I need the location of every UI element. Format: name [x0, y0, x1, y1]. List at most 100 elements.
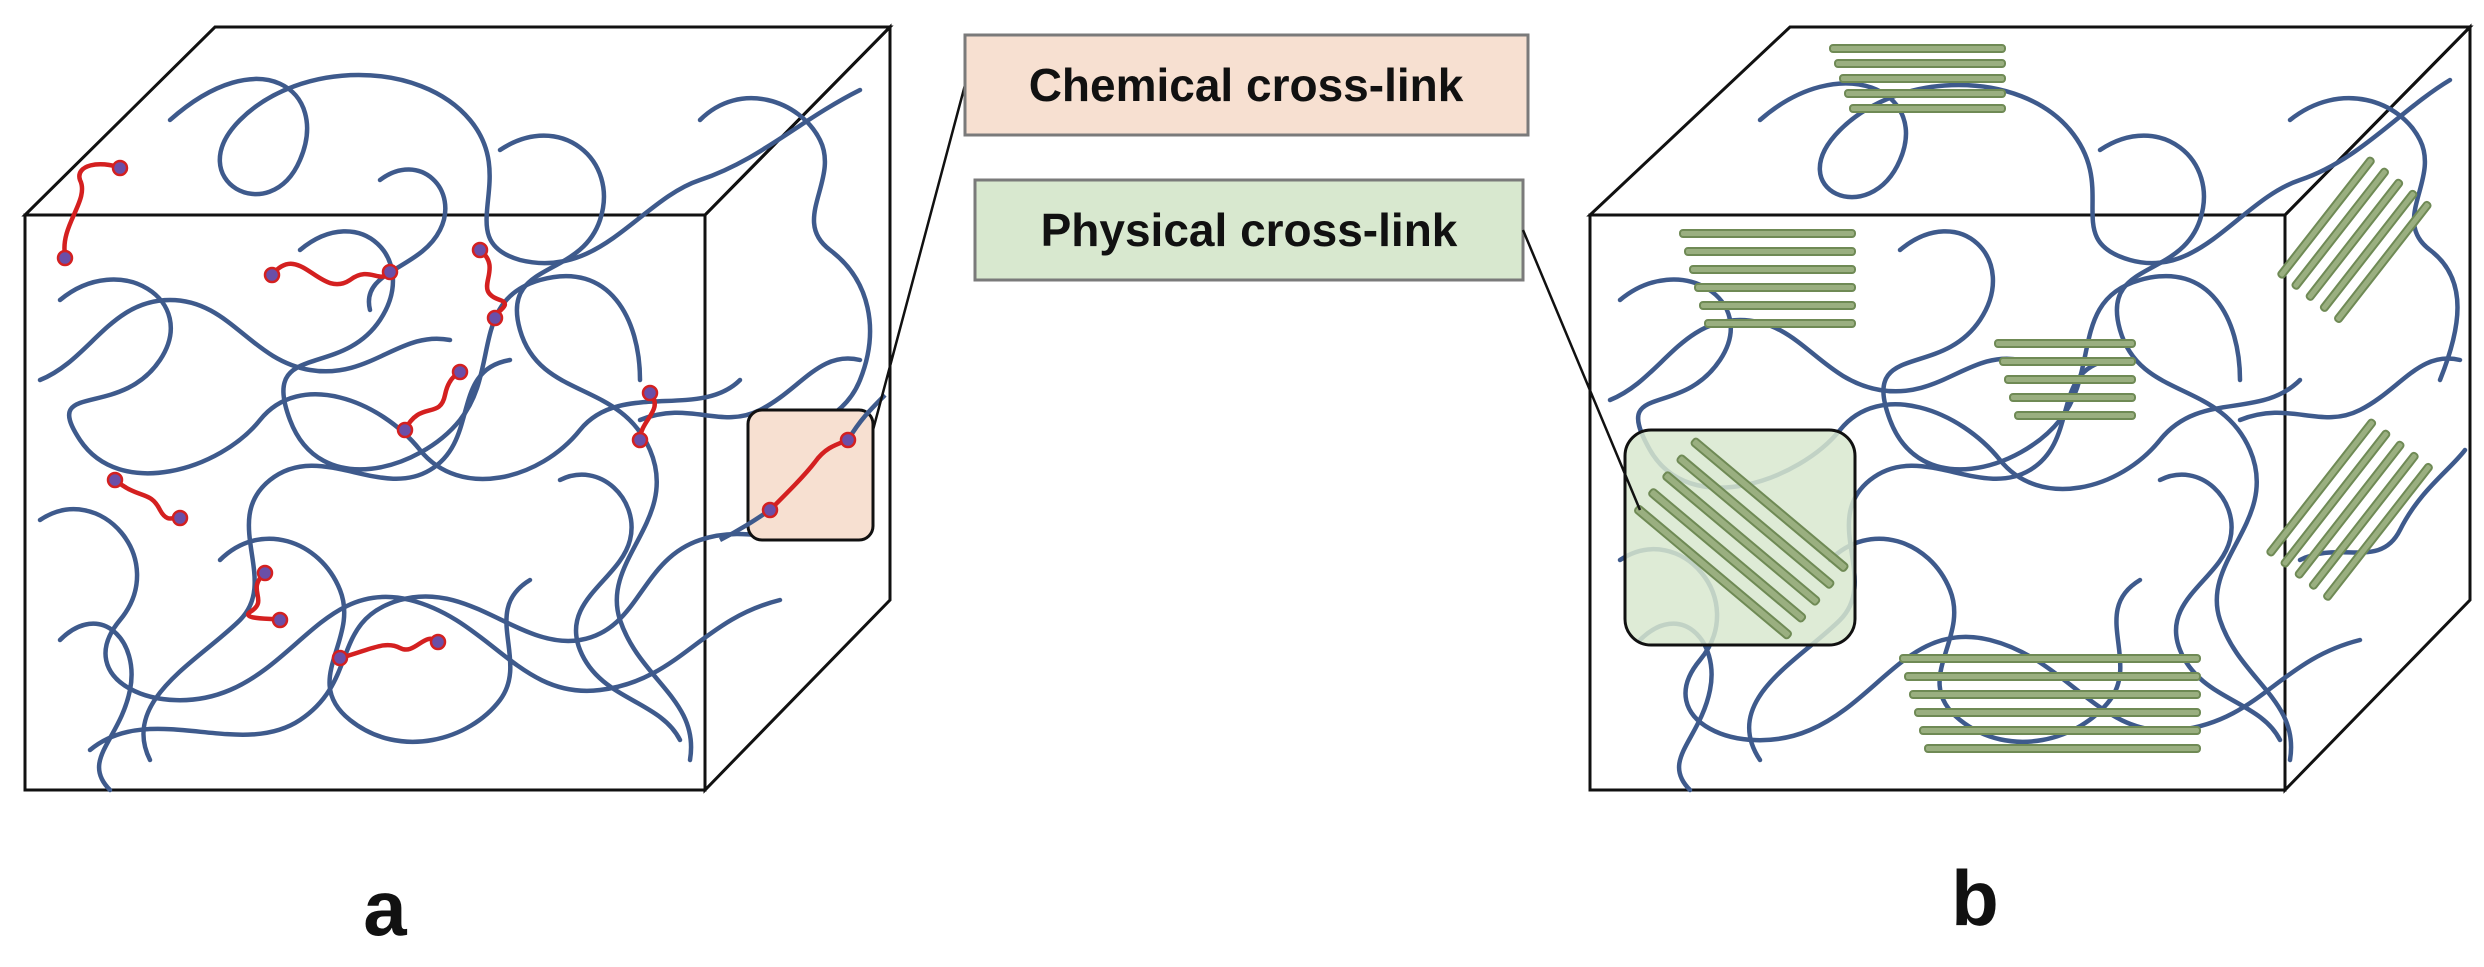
- lamella-bar: [1904, 672, 2201, 681]
- polymer-chain: [217, 536, 533, 744]
- circle-node-icon: [471, 241, 489, 259]
- chemical-link: [112, 477, 183, 521]
- circle-node-icon: [256, 564, 274, 582]
- lamella-bar: [2305, 178, 2404, 301]
- lamella-bar: [2334, 200, 2432, 323]
- lamella-bar: [1662, 471, 1821, 606]
- chemical-leader-line: [871, 84, 967, 431]
- lamella-bar: [2277, 156, 2375, 279]
- circle-node-icon: [111, 159, 129, 177]
- polymer-chain: [281, 229, 643, 472]
- circle-node-icon: [396, 421, 414, 439]
- lamella-bar: [2014, 411, 2136, 420]
- lamella-bar: [2294, 440, 2405, 579]
- lamella-bar: [2009, 393, 2136, 402]
- lamella-bar: [1834, 59, 2006, 68]
- circle-node-icon: [761, 501, 779, 519]
- lamella-bar: [1679, 229, 1856, 238]
- polymer-chain: [1637, 621, 1714, 793]
- lamella-bar: [1839, 74, 2006, 83]
- folded-chain-lamella-icon: [1634, 437, 1849, 640]
- cube-a-side-face: [703, 23, 892, 794]
- lamella-bar: [1694, 283, 1856, 292]
- polymer-chain: [366, 167, 448, 313]
- chemical-link: [62, 162, 123, 258]
- chemical-label-box: [963, 33, 1530, 137]
- polymer-chain: [37, 507, 783, 703]
- folded-chain-lamella-icon: [1829, 44, 2006, 113]
- crystallites-b: [1679, 44, 2433, 753]
- chemical-link: [768, 437, 849, 512]
- lamella-bar: [1684, 247, 1856, 256]
- cube-a: [21, 23, 894, 794]
- lamella-bar: [2308, 451, 2419, 590]
- circle-node-icon: [56, 249, 74, 267]
- folded-chain-lamella-icon: [2266, 418, 2433, 601]
- lamella-bar: [1699, 301, 1856, 310]
- physical-highlight-region: [1623, 428, 1857, 647]
- chemical-label-text: Chemical cross-link: [1029, 59, 1464, 111]
- chemical-link: [245, 570, 283, 623]
- lamella-bar: [1704, 319, 1856, 328]
- polymer-chain: [2287, 96, 2460, 383]
- polymer-chain: [57, 621, 134, 793]
- circle-node-icon: [631, 431, 649, 449]
- lamella-bar: [1648, 488, 1807, 623]
- lamella-bar: [1924, 744, 2201, 753]
- lamella-bar: [1689, 265, 1856, 274]
- cube-b-top-face: [1586, 25, 2474, 217]
- polymer-chain: [57, 277, 743, 482]
- lamella-bar: [2266, 418, 2377, 557]
- lamella-bar: [1829, 44, 2006, 53]
- polymer-chain: [557, 472, 683, 743]
- folded-chain-lamella-icon: [1994, 339, 2136, 420]
- panel-label-a: a: [363, 864, 407, 952]
- lamella-bar: [2319, 189, 2418, 312]
- polymer-chains-a: [37, 72, 873, 793]
- physical-leader-line: [1521, 229, 1642, 511]
- chemical-links-a: [62, 162, 848, 661]
- circle-node-icon: [641, 384, 659, 402]
- polymer-chain: [1757, 77, 2453, 266]
- polymer-chain: [1881, 229, 2243, 472]
- lamella-bar: [1994, 339, 2136, 348]
- lamella-bar: [1999, 357, 2136, 366]
- lamella-bar: [1919, 726, 2201, 735]
- lamella-bar: [1909, 690, 2201, 699]
- circle-node-icon: [451, 363, 469, 381]
- circle-node-icon: [106, 471, 124, 489]
- circle-node-icon: [381, 263, 399, 281]
- chemical-link: [402, 369, 463, 433]
- circle-node-icon: [839, 431, 857, 449]
- panel-label-b: b: [1951, 854, 1999, 942]
- circle-node-icon: [271, 611, 289, 629]
- circle-node-icon: [429, 633, 447, 651]
- lamella-bar: [1634, 505, 1792, 640]
- polymer-chain: [497, 133, 694, 763]
- physical-label-text: Physical cross-link: [1041, 204, 1458, 256]
- lamella-bar: [2291, 167, 2389, 290]
- folded-chain-lamella-icon: [1679, 229, 1856, 328]
- cube-b: [1586, 23, 2474, 794]
- polymer-chain: [37, 297, 453, 383]
- circle-node-icon: [331, 649, 349, 667]
- cube-b-side-face: [2283, 23, 2472, 794]
- polymer-chain: [141, 357, 513, 763]
- lamella-bar: [1844, 89, 2006, 98]
- panel-a-chemical-network: [21, 23, 967, 794]
- physical-label-box: [973, 178, 1525, 282]
- circle-node-icon: [263, 266, 281, 284]
- polymer-chain: [1607, 317, 2023, 403]
- folded-chain-lamella-icon: [2277, 156, 2432, 323]
- chemical-link: [269, 261, 393, 287]
- circle-node-icon: [486, 309, 504, 327]
- cube-a-top-face: [21, 25, 894, 217]
- polymer-chain: [2157, 472, 2283, 743]
- circle-node-icon: [171, 509, 189, 527]
- chemical-link: [337, 636, 441, 661]
- crosslink-nodes-a: [56, 159, 659, 667]
- physical-label: Physical cross-link: [973, 178, 1525, 282]
- lamella-bar: [2323, 462, 2433, 601]
- lamella-bar: [2004, 375, 2136, 384]
